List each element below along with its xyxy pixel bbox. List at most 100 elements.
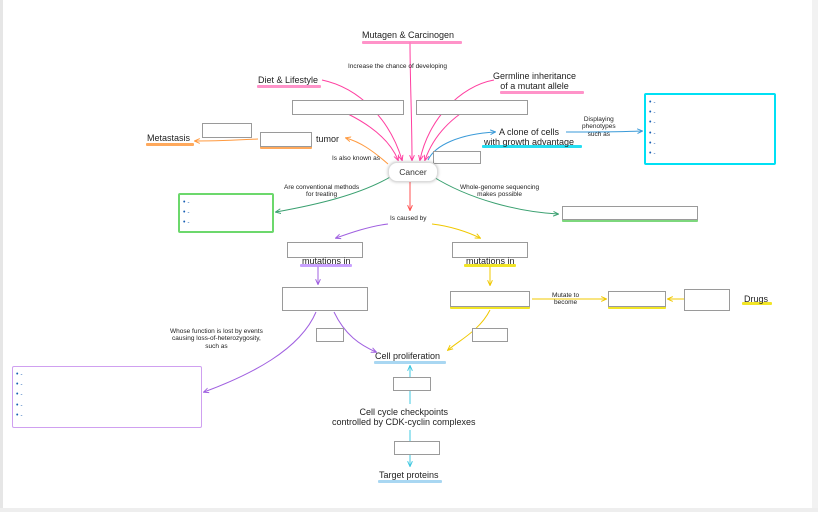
lost-line-1: Whose function is lost by events: [170, 328, 263, 335]
drugs-label[interactable]: Drugs: [744, 294, 769, 304]
clone-label[interactable]: A clone of cells with growth advantage: [484, 127, 574, 148]
arrow-mutagen-to-cancer: [410, 41, 412, 160]
phenotypes-list-box[interactable]: - - - - - -: [644, 93, 776, 165]
lost-line-2: causing loss-of-heterozygosity,: [172, 335, 261, 343]
drugs-highlight: [742, 302, 772, 305]
clone-line-1: A clone of cells: [499, 127, 560, 137]
arrow-left-to-loh-list: [204, 311, 317, 392]
empty-box-yellow-link[interactable]: [472, 328, 508, 342]
link-also-known-as: Is also known as: [332, 155, 381, 162]
arrow-left-to-proliferation: [333, 311, 376, 352]
tumor-label[interactable]: tumor: [316, 134, 340, 144]
mutagen-highlight: [362, 41, 462, 44]
empty-box-cyan-upper[interactable]: [393, 377, 431, 391]
arrow-cancer-to-wgs: [431, 175, 558, 214]
lost-line-3: such as: [205, 342, 228, 350]
tumor-highlight: [260, 146, 312, 149]
method-item[interactable]: -: [183, 198, 272, 208]
metastasis-highlight: [146, 143, 194, 146]
link-wgs: Whole-genome sequencing makes possible: [460, 184, 539, 199]
conventional-line-1: Are conventional methods: [284, 184, 360, 191]
conventional-line-2: for treating: [306, 191, 338, 199]
germline-highlight: [500, 91, 584, 94]
arrow-cancer-to-methods: [276, 175, 393, 212]
empty-box-top-left[interactable]: [292, 100, 404, 115]
cancer-node[interactable]: Cancer: [388, 162, 438, 182]
mutate-line-1: Mutate to: [552, 292, 580, 299]
empty-box-also-known[interactable]: [433, 151, 481, 164]
phenotype-item[interactable]: -: [649, 129, 774, 139]
phenotype-item[interactable]: -: [649, 108, 774, 118]
loh-item[interactable]: -: [16, 390, 201, 400]
link-displaying: Displaying phenotypes such as: [582, 116, 616, 138]
empty-box-mutations-left[interactable]: [287, 242, 363, 258]
cell-proliferation-label[interactable]: Cell proliferation: [375, 351, 441, 361]
phenotype-item[interactable]: -: [649, 149, 774, 159]
germline-label[interactable]: Germline inheritance of a mutant allele: [493, 71, 576, 92]
method-item[interactable]: -: [183, 218, 272, 228]
arrow-cancer-to-tumor: [346, 138, 389, 165]
arrow-right-to-proliferation: [448, 309, 491, 350]
left-window-edge: [0, 0, 3, 512]
target-proteins-label[interactable]: Target proteins: [379, 470, 439, 480]
arrow-germline-to-cancer: [420, 79, 495, 160]
link-conventional: Are conventional methods for treating: [284, 184, 359, 199]
checkpoints-line-1: Cell cycle checkpoints: [359, 407, 449, 417]
target-highlight: [378, 480, 442, 483]
empty-box-purple-link[interactable]: [316, 328, 344, 342]
phenotype-item[interactable]: -: [649, 139, 774, 149]
link-mutate-become: Mutate to become: [552, 292, 579, 307]
wgs-line-2: makes possible: [477, 191, 522, 199]
diet-label[interactable]: Diet & Lifestyle: [258, 75, 319, 85]
displaying-line-2: phenotypes: [582, 123, 616, 131]
loh-item[interactable]: -: [16, 370, 201, 380]
checkpoints-line-2: controlled by CDK-cyclin complexes: [332, 417, 476, 428]
empty-box-drugs[interactable]: [684, 289, 730, 311]
phenotype-item[interactable]: -: [649, 118, 774, 128]
mutations-left-label[interactable]: mutations in: [302, 256, 351, 266]
clone-highlight: [482, 145, 582, 148]
empty-box-tumor[interactable]: [260, 132, 312, 147]
wgs-highlight: [562, 219, 698, 222]
displaying-line-1: Displaying: [583, 116, 614, 123]
phenotype-item[interactable]: -: [649, 98, 774, 108]
loh-item[interactable]: -: [16, 380, 201, 390]
arrow-tumor-to-metastasis: [195, 139, 259, 141]
link-caused-by: Is caused by: [390, 215, 427, 222]
displaying-line-3: such as: [587, 130, 611, 138]
clone-line-2: with growth advantage: [484, 137, 575, 148]
loh-item[interactable]: -: [16, 411, 201, 421]
empty-box-mutations-right[interactable]: [452, 242, 528, 258]
empty-box-metastasis[interactable]: [202, 123, 252, 138]
mutagen-label[interactable]: Mutagen & Carcinogen: [362, 30, 455, 40]
mutations-right-highlight: [464, 264, 516, 267]
methods-list-box[interactable]: - - -: [178, 193, 274, 233]
arrow-causedby-to-right: [431, 223, 480, 238]
germline-line-2: of a mutant allele: [500, 81, 569, 92]
arrow-causedby-to-left: [336, 223, 389, 238]
arrow-diet-to-cancer: [321, 79, 402, 160]
empty-box-wgs[interactable]: [562, 206, 698, 220]
mutations-right-label[interactable]: mutations in: [466, 256, 515, 266]
mutations-left-highlight: [300, 264, 352, 267]
method-item[interactable]: -: [183, 208, 272, 218]
arrow-box-left-to-cancer: [347, 113, 398, 160]
empty-box-cyan-lower[interactable]: [394, 441, 440, 455]
loh-list-box[interactable]: - - - - -: [12, 366, 202, 428]
wgs-line-1: Whole-genome sequencing: [460, 184, 540, 191]
mutate-box-highlight: [608, 306, 666, 309]
germline-line-1: Germline inheritance: [493, 71, 577, 81]
empty-box-left-gene[interactable]: [282, 287, 368, 311]
arrow-clone-to-phenotypes: [565, 131, 642, 132]
right-window-edge: [812, 0, 818, 512]
empty-box-right-gene[interactable]: [450, 291, 530, 307]
checkpoints-label[interactable]: Cell cycle checkpoints controlled by CDK…: [332, 407, 476, 428]
proliferation-highlight: [374, 361, 446, 364]
empty-box-top-right[interactable]: [416, 100, 528, 115]
loh-item[interactable]: -: [16, 401, 201, 411]
diet-highlight: [257, 85, 321, 88]
metastasis-label[interactable]: Metastasis: [147, 133, 191, 143]
empty-box-mutate-become[interactable]: [608, 291, 666, 307]
link-function-lost: Whose function is lost by events causing…: [170, 328, 263, 350]
